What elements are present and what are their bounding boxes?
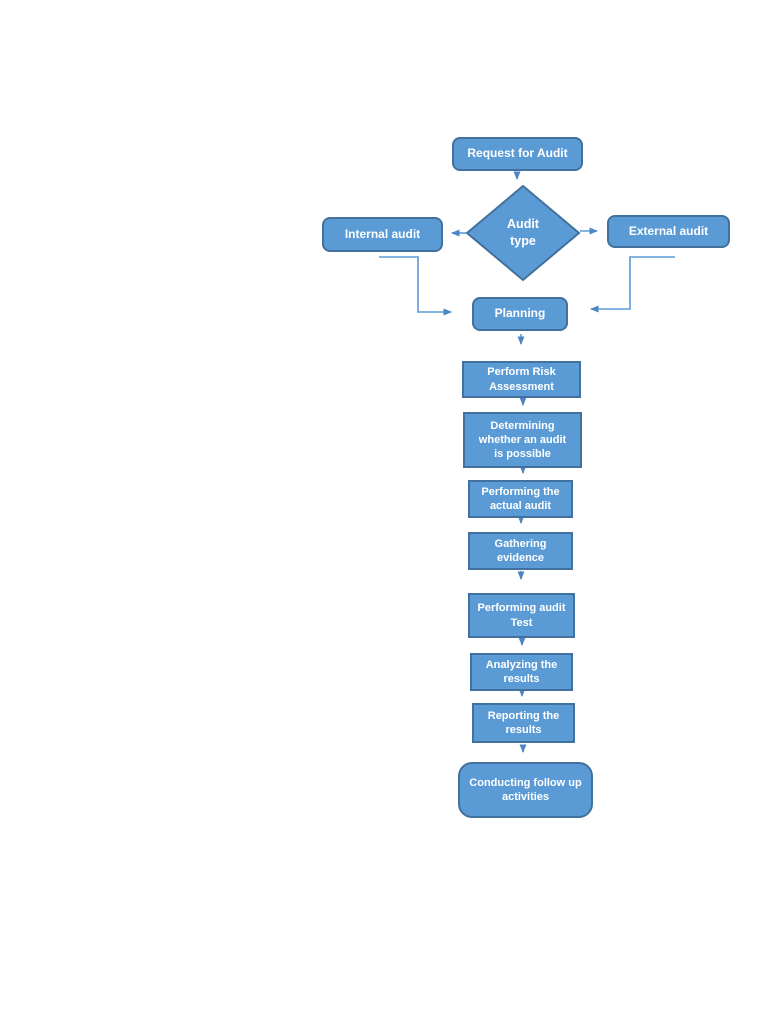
node-internal-audit-label: Internal audit: [344, 226, 421, 241]
node-audit-type-decision: Audit type: [483, 211, 563, 255]
node-planning: Planning: [472, 297, 568, 331]
edge-external-to-planning: [590, 256, 675, 313]
node-external-audit-label: External audit: [628, 223, 709, 238]
node-conducting-follow-up: Conducting follow up activities: [458, 762, 593, 818]
node-internal-audit: Internal audit: [322, 217, 443, 252]
node-reporting-results-label: Reporting the results: [487, 709, 560, 736]
node-performing-audit-test: Performing audit Test: [468, 593, 575, 638]
node-perform-risk-assessment-label: Perform Risk Assessment: [487, 366, 556, 393]
node-determining-audit-possible: Determining whether an audit is possible: [463, 412, 582, 468]
node-request-for-audit-label: Request for Audit: [467, 146, 568, 161]
node-performing-actual-audit-label: Performing the actual audit: [481, 485, 560, 512]
node-perform-risk-assessment: Perform Risk Assessment: [462, 361, 581, 398]
node-reporting-results: Reporting the results: [472, 703, 575, 743]
node-determining-audit-possible-label: Determining whether an audit is possible: [478, 419, 567, 461]
node-analyzing-results: Analyzing the results: [470, 653, 573, 691]
node-performing-audit-test-label: Performing audit Test: [477, 602, 566, 629]
node-external-audit: External audit: [607, 215, 730, 248]
node-request-for-audit: Request for Audit: [452, 137, 583, 171]
node-planning-label: Planning: [494, 306, 546, 321]
node-gathering-evidence: Gathering evidence: [468, 532, 573, 570]
edge-internal-to-planning: [379, 256, 452, 316]
node-analyzing-results-label: Analyzing the results: [485, 658, 558, 685]
node-audit-type-label: Audit type: [507, 217, 539, 248]
node-performing-actual-audit: Performing the actual audit: [468, 480, 573, 518]
node-gathering-evidence-label: Gathering evidence: [494, 537, 547, 564]
decision-diamond-shape: [465, 184, 581, 282]
node-conducting-follow-up-label: Conducting follow up activities: [469, 776, 582, 803]
